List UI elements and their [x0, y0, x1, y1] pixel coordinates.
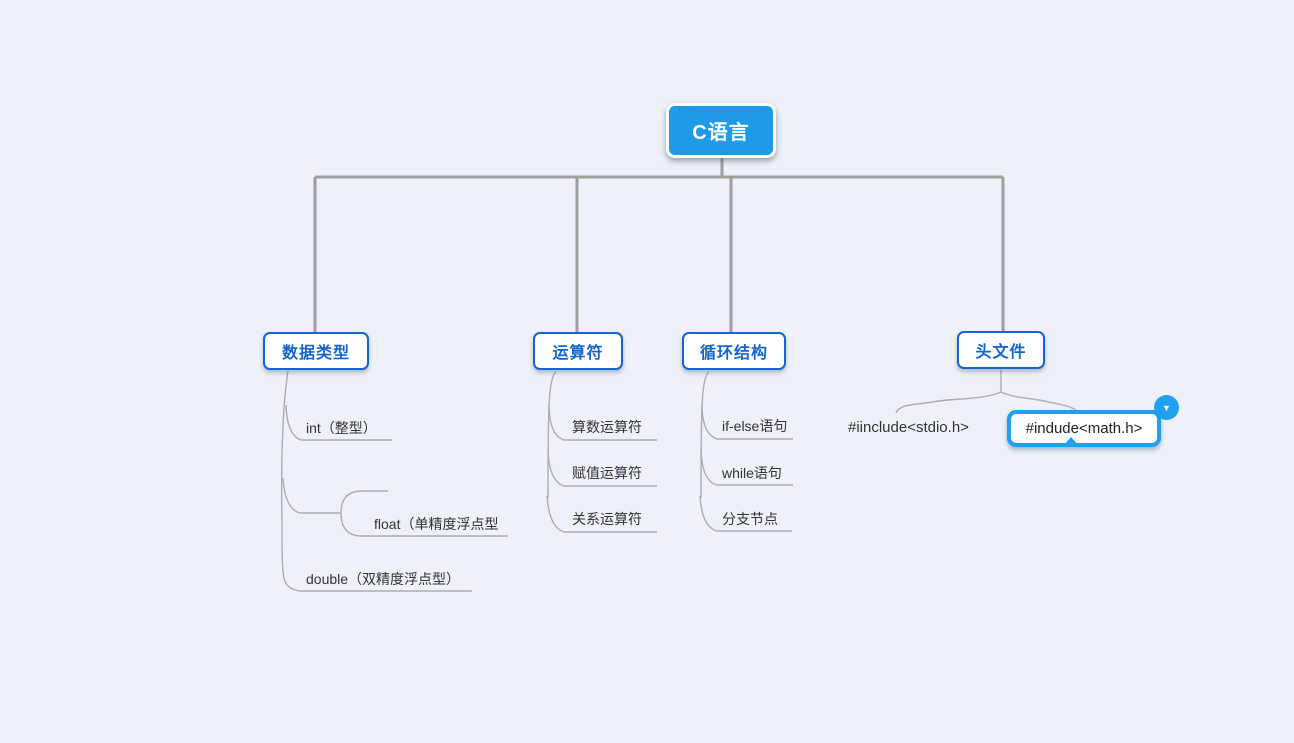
leaf-node-assignment-operators[interactable]: 赋值运算符: [572, 465, 642, 481]
leaf-node-branch-node[interactable]: 分支节点: [722, 511, 778, 527]
leaf-node-while[interactable]: while语句: [722, 465, 782, 481]
branch-node-label: 数据类型: [281, 345, 350, 362]
collapse-expander-button[interactable]: ▼: [1154, 395, 1179, 420]
leaf-node-relational-operators[interactable]: 关系运算符: [572, 511, 642, 527]
leaf-node-arithmetic-operators[interactable]: 算数运算符: [572, 419, 642, 435]
branch-node-label: 循环结构: [699, 345, 768, 362]
leaf-node-include-stdio[interactable]: #iinclude<stdio.h>: [848, 419, 969, 436]
leaf-node-if-else[interactable]: if-else语句: [722, 418, 788, 434]
branch-node-operators[interactable]: 运算符: [533, 332, 623, 370]
leaf-node-double[interactable]: double（双精度浮点型）: [306, 571, 461, 587]
leaf-node-int[interactable]: int（整型）: [306, 420, 377, 436]
root-node-label: C语言: [692, 122, 750, 144]
selection-notch: [1062, 437, 1080, 447]
branch-node-data-types[interactable]: 数据类型: [263, 332, 369, 370]
leaf-node-float[interactable]: float（单精度浮点型: [374, 516, 499, 532]
branch-node-header-files[interactable]: 头文件: [957, 331, 1045, 369]
branch-node-label: 头文件: [975, 344, 1027, 361]
branch-node-label: 运算符: [552, 345, 604, 362]
leaf-node-include-math-selected[interactable]: #indude<math.h>: [1007, 410, 1161, 447]
collapse-arrow-icon: ▼: [1162, 402, 1171, 413]
selected-node-label: #indude<math.h>: [1025, 420, 1143, 437]
branch-node-loop-structure[interactable]: 循环结构: [682, 332, 786, 370]
root-node-c-language[interactable]: C语言: [666, 103, 776, 158]
